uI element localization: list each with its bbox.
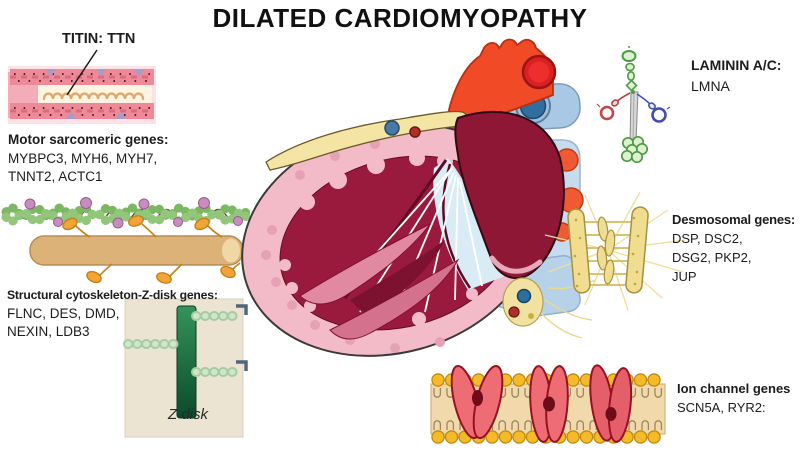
ion-channel-genes-line1: SCN5A, RYR2:	[677, 400, 766, 415]
z-disk-photo	[123, 298, 248, 438]
desmosome-illustration	[544, 191, 686, 311]
ion-channel-membrane-illustration	[430, 364, 667, 444]
laminin-gene: LMNA	[691, 78, 730, 94]
ion-channel-protein	[450, 364, 504, 440]
laminin-heading: LAMININ A/C:	[691, 57, 782, 73]
titin-pointer-line	[66, 49, 98, 96]
laminin-genes-block: LAMININ A/C: LMNA	[691, 55, 781, 97]
ion-channel-genes-block: Ion channel genes SCN5A, RYR2:	[677, 379, 790, 417]
left-atrium	[454, 110, 565, 279]
desmosomal-genes-line1: DSP, DSC2,	[672, 231, 743, 246]
structural-heading: Structural cytoskeleton-Z-disk genes:	[7, 288, 218, 302]
page-title: DILATED CARDIOMYOPATHY	[212, 3, 588, 33]
papillary-muscle	[329, 258, 460, 340]
motor-sarcomeric-genes-line1: MYBPC3, MYH6, MYH7,	[8, 150, 158, 166]
ion-channel-protein	[529, 365, 569, 443]
desmosomal-heading: Desmosomal genes:	[672, 212, 796, 227]
structural-cytoskeleton-genes-block: Structural cytoskeleton-Z-disk genes: FL…	[7, 286, 218, 342]
ion-channel-protein	[589, 364, 633, 443]
motor-sarcomeric-heading: Motor sarcomeric genes:	[8, 132, 169, 147]
structural-genes-line1: FLNC, DES, DMD,	[7, 305, 120, 321]
desmosomal-genes-line3: JUP	[672, 269, 697, 284]
heart-cross-section-illustration	[241, 38, 597, 357]
titin-gene-label: TITIN: TTN	[62, 31, 136, 47]
actin-myosin-illustration	[1, 197, 251, 284]
sarcomere-titin-illustration	[8, 49, 156, 124]
structural-genes-line2: NEXIN, LDB3	[7, 324, 90, 339]
motor-sarcomeric-genes-line2: TNNT2, ACTC1	[8, 169, 103, 184]
desmosomal-genes-line2: DSG2, PKP2,	[672, 250, 752, 265]
motor-sarcomeric-genes-block: Motor sarcomeric genes: MYBPC3, MYH6, MY…	[8, 131, 169, 187]
laminin-molecule-illustration	[596, 46, 671, 164]
desmosomal-genes-block: Desmosomal genes: DSP, DSC2, DSG2, PKP2,…	[672, 210, 795, 286]
z-disk-caption: Z disk	[167, 406, 208, 423]
ion-channel-heading: Ion channel genes	[677, 381, 791, 396]
papillary-muscle	[299, 223, 431, 305]
